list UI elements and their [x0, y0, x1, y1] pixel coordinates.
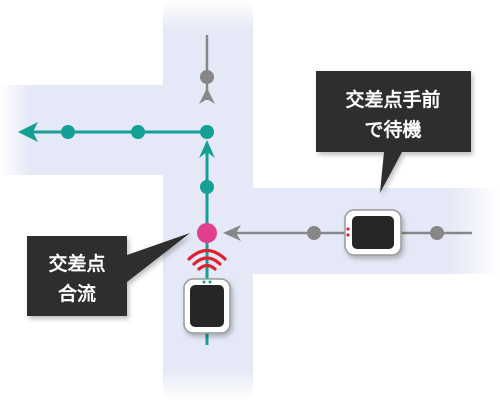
- callout-waiting-line2: で待機: [364, 118, 421, 141]
- route-node: [307, 226, 321, 240]
- route-node: [200, 70, 214, 84]
- merge-point-marker: [197, 223, 217, 243]
- callout-waiting: 交差点手前 で待機: [316, 71, 471, 193]
- route-node: [200, 125, 214, 139]
- route-node: [430, 226, 444, 240]
- road-upper-horizontal: [0, 85, 253, 175]
- callout-merge-line2: 合流: [58, 282, 96, 305]
- inactive-route-north: [199, 35, 215, 104]
- route-node: [200, 180, 214, 194]
- route-node: [61, 125, 75, 139]
- callout-waiting-line1: 交差点手前: [345, 88, 440, 111]
- callout-merge-line1: 交差点: [48, 252, 105, 275]
- arrow-up-icon: [199, 140, 215, 158]
- waiting-robot-icon: [344, 209, 402, 256]
- arrow-left-icon: [223, 225, 241, 241]
- wireless-signal-icon: [187, 248, 227, 271]
- road-lower-horizontal: [163, 188, 500, 274]
- route-node: [131, 125, 145, 139]
- callout-merge: 交差点 合流: [27, 233, 190, 316]
- merging-robot-icon: [183, 278, 231, 334]
- arrow-left-icon: [18, 122, 38, 142]
- arrow-up-icon: [199, 88, 215, 104]
